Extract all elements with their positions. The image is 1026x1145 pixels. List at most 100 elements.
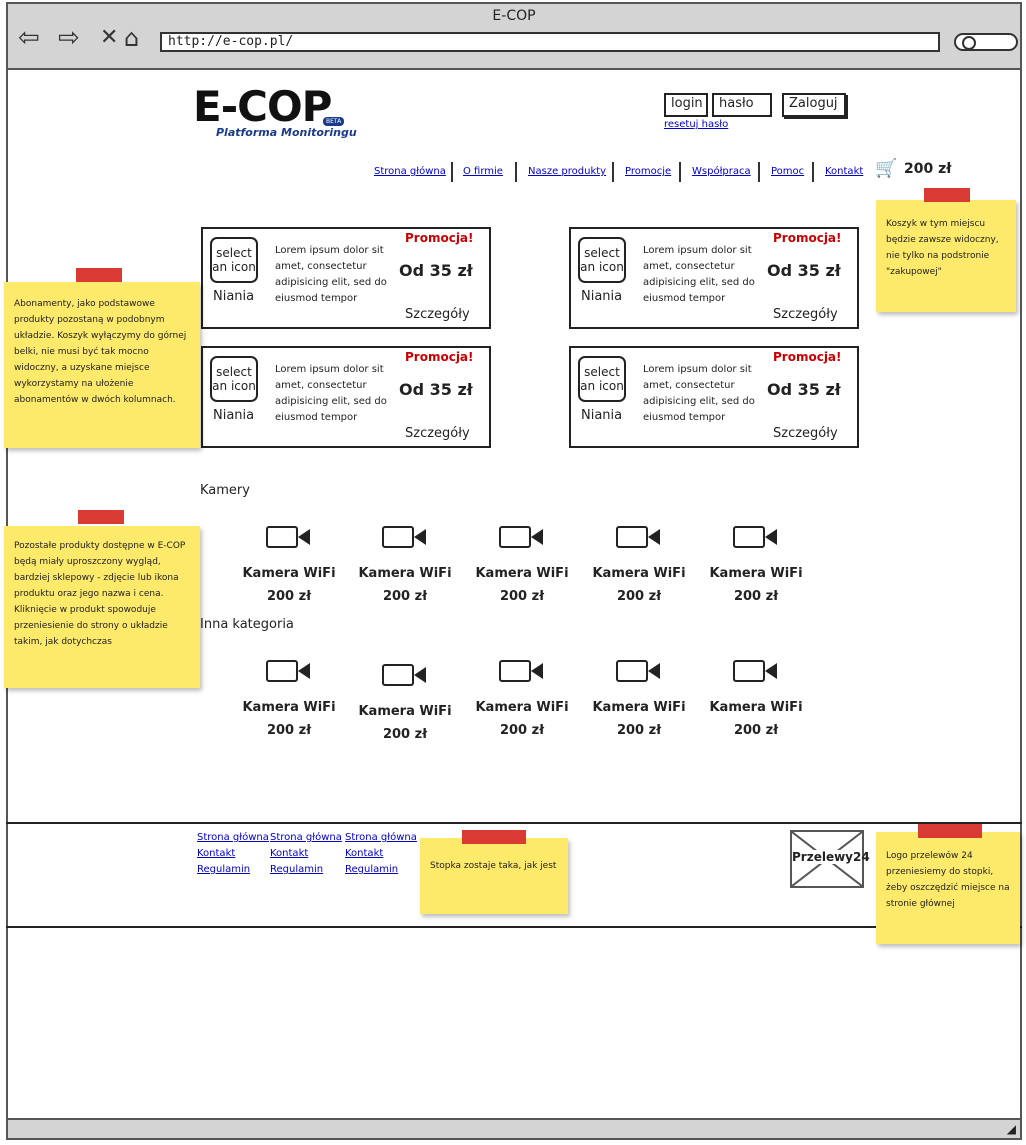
video-camera-icon: [266, 526, 312, 552]
search-icon: [962, 36, 976, 50]
promo-label: Promocja!: [773, 231, 842, 245]
menu-separator: [515, 162, 517, 182]
placeholder-icon: select an icon: [578, 237, 626, 283]
cart-icon[interactable]: 🛒: [875, 158, 898, 179]
menu-item-wspolpraca[interactable]: Współpraca: [692, 166, 751, 177]
resize-handle-icon[interactable]: ◢: [1006, 1122, 1016, 1136]
product-price: 200 zł: [499, 589, 545, 604]
note-footer: Stopka zostaje taka, jak jest: [420, 838, 568, 914]
logo[interactable]: E-COP: [193, 82, 332, 131]
url-bar[interactable]: http://e-cop.pl/: [160, 32, 940, 52]
note-tape: [918, 824, 982, 838]
card-description: Lorem ipsum dolor sit amet, consectetur …: [643, 245, 755, 304]
video-camera-icon: [499, 526, 545, 552]
note-tape: [76, 268, 122, 282]
promo-label: Promocja!: [405, 231, 474, 245]
product-name: Kamera WiFi: [475, 566, 569, 581]
details-link[interactable]: Szczegóły: [405, 307, 470, 322]
note-tape: [462, 830, 526, 844]
product-name: Kamera WiFi: [242, 566, 336, 581]
details-link[interactable]: Szczegóły: [405, 426, 470, 441]
video-camera-icon: [616, 660, 662, 686]
footer-link-regulamin[interactable]: Regulamin: [270, 864, 324, 875]
card-price: Od 35 zł: [767, 261, 841, 280]
video-camera-icon: [733, 660, 779, 686]
forward-arrow-icon[interactable]: ⇨: [58, 23, 80, 53]
menu-item-kontakt[interactable]: Kontakt: [825, 166, 864, 177]
product-name: Kamera WiFi: [358, 566, 452, 581]
footer-column: Strona główna Kontakt Regulamin: [197, 830, 269, 878]
footer-column: Strona główna Kontakt Regulamin: [270, 830, 342, 878]
note-products: Pozostałe produkty dostępne w E-COP będą…: [4, 526, 200, 688]
note-przelewy: Logo przelewów 24 przeniesiemy do stopki…: [876, 832, 1020, 944]
product-item[interactable]: Kamera WiFi 200 zł: [472, 526, 572, 604]
details-link[interactable]: Szczegóły: [773, 426, 838, 441]
menu-separator: [679, 162, 681, 182]
details-link[interactable]: Szczegóły: [773, 307, 838, 322]
footer-link-regulamin[interactable]: Regulamin: [345, 864, 399, 875]
cart-total[interactable]: 200 zł: [904, 161, 952, 177]
login-button[interactable]: Zaloguj: [782, 93, 846, 117]
password-field[interactable]: hasło: [712, 93, 772, 117]
menu-item-o-firmie[interactable]: O firmie: [463, 166, 503, 177]
footer-link-kontakt[interactable]: Kontakt: [270, 848, 309, 859]
video-camera-icon: [499, 660, 545, 686]
card-description: Lorem ipsum dolor sit amet, consectetur …: [275, 364, 387, 423]
card-name: Niania: [213, 289, 255, 304]
footer-link-regulamin[interactable]: Regulamin: [197, 864, 251, 875]
przelewy24-label: Przelewy24: [792, 850, 870, 864]
product-price: 200 zł: [616, 589, 662, 604]
footer-link-kontakt[interactable]: Kontakt: [197, 848, 236, 859]
subscription-card[interactable]: select an icon Niania Lorem ipsum dolor …: [201, 346, 491, 448]
product-item[interactable]: Kamera WiFi 200 zł: [706, 526, 806, 604]
menu-separator: [612, 162, 614, 182]
video-camera-icon: [266, 660, 312, 686]
przelewy24-logo[interactable]: Przelewy24: [790, 830, 870, 888]
product-name: Kamera WiFi: [475, 700, 569, 715]
search-box[interactable]: [954, 33, 1018, 51]
product-price: 200 zł: [733, 723, 779, 738]
home-icon[interactable]: ⌂: [124, 24, 140, 52]
back-arrow-icon[interactable]: ⇦: [18, 23, 40, 53]
note-cart: Koszyk w tym miejscu będzie zawsze widoc…: [876, 200, 1016, 312]
menu-item-nasze-produkty[interactable]: Nasze produkty: [528, 166, 607, 177]
menu-item-pomoc[interactable]: Pomoc: [771, 166, 805, 177]
menu-item-strona-glowna[interactable]: Strona główna: [374, 166, 446, 177]
footer-column: Strona główna Kontakt Regulamin: [345, 830, 417, 878]
footer-link-strona-glowna[interactable]: Strona główna: [197, 832, 269, 843]
product-item[interactable]: Kamera WiFi 200 zł: [589, 660, 689, 738]
product-item[interactable]: Kamera WiFi 200 zł: [355, 664, 455, 742]
product-name: Kamera WiFi: [592, 700, 686, 715]
product-name: Kamera WiFi: [709, 566, 803, 581]
placeholder-icon: select an icon: [210, 237, 258, 283]
product-item[interactable]: Kamera WiFi 200 zł: [706, 660, 806, 738]
window-title: E-COP: [492, 8, 536, 24]
beta-badge: BETA: [323, 117, 345, 126]
product-name: Kamera WiFi: [358, 704, 452, 719]
footer-link-strona-glowna[interactable]: Strona główna: [270, 832, 342, 843]
subscription-card[interactable]: select an icon Niania Lorem ipsum dolor …: [569, 227, 859, 329]
product-price: 200 zł: [499, 723, 545, 738]
product-name: Kamera WiFi: [592, 566, 686, 581]
menu-item-promocje[interactable]: Promocje: [625, 166, 672, 177]
footer-link-kontakt[interactable]: Kontakt: [345, 848, 384, 859]
menu-separator: [812, 162, 814, 182]
subscription-card[interactable]: select an icon Niania Lorem ipsum dolor …: [569, 346, 859, 448]
browser-status-bar: ◢: [6, 1118, 1022, 1140]
product-item[interactable]: Kamera WiFi 200 zł: [239, 660, 339, 738]
footer-link-strona-glowna[interactable]: Strona główna: [345, 832, 417, 843]
card-price: Od 35 zł: [399, 380, 473, 399]
video-camera-icon: [616, 526, 662, 552]
close-icon[interactable]: ✕: [100, 25, 119, 50]
product-item[interactable]: Kamera WiFi 200 zł: [472, 660, 572, 738]
product-item[interactable]: Kamera WiFi 200 zł: [589, 526, 689, 604]
video-camera-icon: [382, 526, 428, 552]
product-item[interactable]: Kamera WiFi 200 zł: [239, 526, 339, 604]
product-item[interactable]: Kamera WiFi 200 zł: [355, 526, 455, 604]
subscription-card[interactable]: select an icon Niania Lorem ipsum dolor …: [201, 227, 491, 329]
note-tape: [78, 510, 124, 524]
card-name: Niania: [213, 408, 255, 423]
login-field[interactable]: login: [664, 93, 708, 117]
reset-password-link[interactable]: resetuj hasło: [664, 119, 729, 130]
promo-label: Promocja!: [405, 350, 474, 364]
